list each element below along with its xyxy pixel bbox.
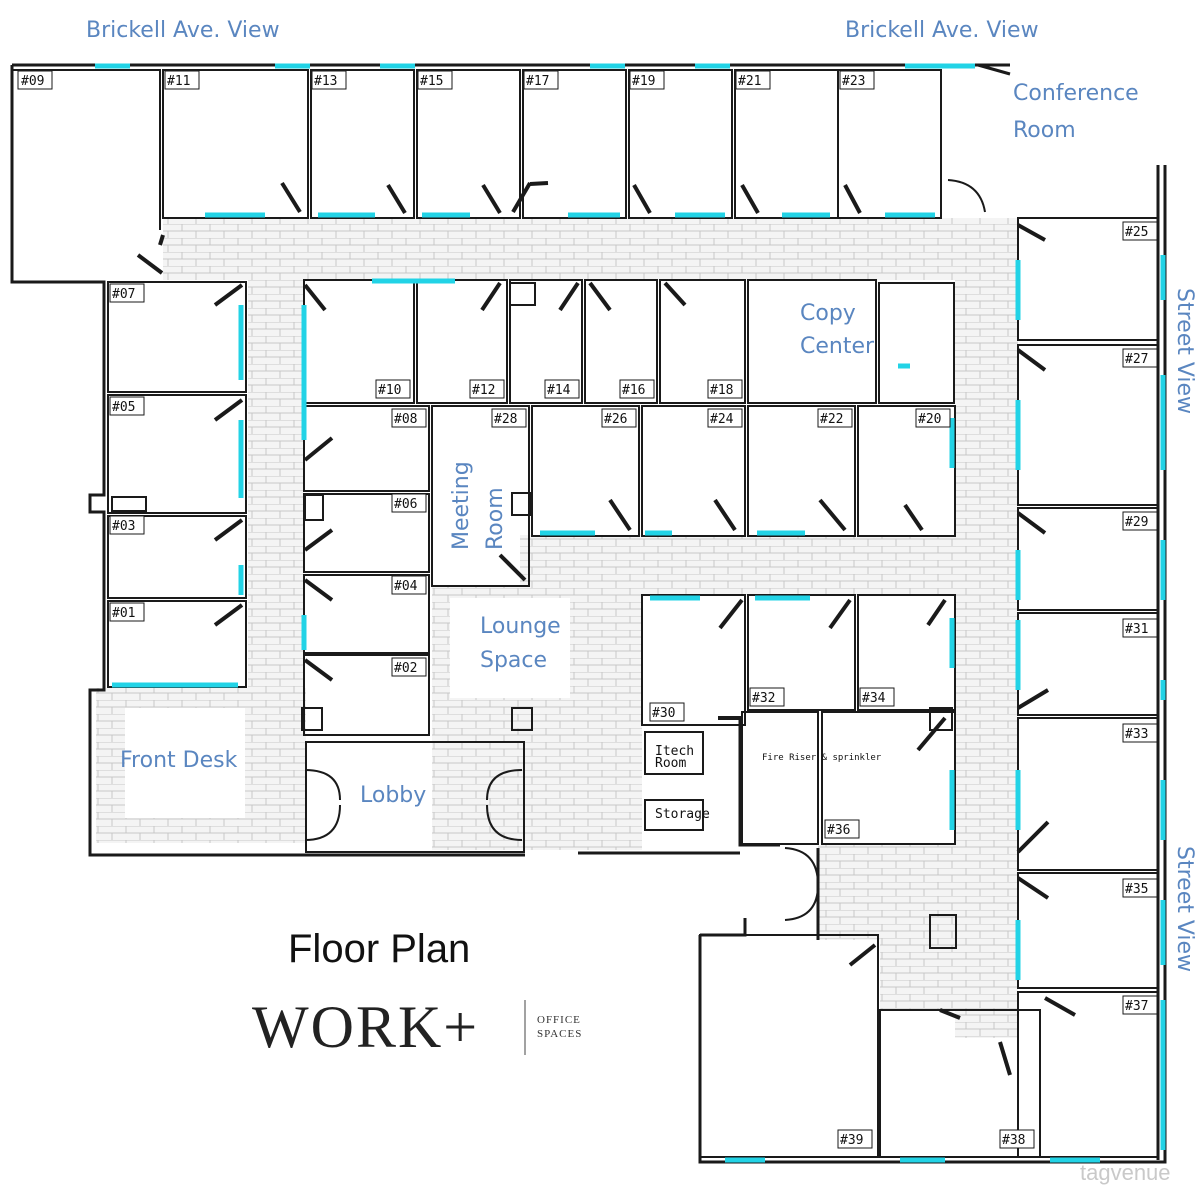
inner-office-walls <box>301 279 1041 1158</box>
office-tag: #21 <box>738 74 761 89</box>
office-tag: #25 <box>1125 225 1148 240</box>
meeting-room-label-1: Meeting <box>449 461 474 550</box>
watermark-text: tagvenue <box>1080 1160 1171 1185</box>
office-tag: #24 <box>710 412 734 427</box>
itech-room-label-2: Room <box>655 756 686 771</box>
zone-labels: Brickell Ave. View Brickell Ave. View Co… <box>86 18 1197 972</box>
office-tag: #06 <box>394 497 417 512</box>
office-tag: #19 <box>632 74 655 89</box>
office-tag: #12 <box>472 383 495 398</box>
fire-riser-label: Fire Riser & sprinkler <box>762 753 882 763</box>
conference-room-label-1: Conference <box>1013 81 1139 106</box>
itech-room-label-1: Itech <box>655 744 694 759</box>
office-tag: #17 <box>526 74 549 89</box>
office-tag: #03 <box>112 519 135 534</box>
office-tag: #30 <box>652 706 675 721</box>
lounge-space-label-2: Space <box>480 648 547 673</box>
office-tag: #39 <box>840 1133 863 1148</box>
office-tag: #27 <box>1125 352 1148 367</box>
office-tag: #28 <box>494 412 517 427</box>
lounge-space-label-1: Lounge <box>480 614 561 639</box>
office-tag: #26 <box>604 412 627 427</box>
office-tag: #10 <box>378 383 401 398</box>
office-tag: #01 <box>112 606 135 621</box>
meeting-room-label-2: Room <box>483 487 508 550</box>
office-tag: #13 <box>314 74 337 89</box>
street-view-top-label: Street View <box>1172 288 1197 414</box>
office-tag: #08 <box>394 412 417 427</box>
office-tag: #04 <box>394 579 418 594</box>
front-desk-label: Front Desk <box>120 748 238 773</box>
copy-center-label-1: Copy <box>800 301 856 326</box>
copy-center-label-2: Center <box>800 334 875 359</box>
left-office-walls <box>107 281 247 688</box>
office-tag: #37 <box>1125 999 1148 1014</box>
office-tag: #07 <box>112 287 135 302</box>
office-tag: #16 <box>622 383 645 398</box>
office-tags: #09 #11 #13 #15 #17 #19 #21 #23 #25 #27 … <box>17 70 1158 1149</box>
office-tag: #29 <box>1125 515 1148 530</box>
logo-sub-line2: SPACES <box>537 1028 582 1040</box>
office-tag: #36 <box>827 823 850 838</box>
doors <box>136 181 1076 1076</box>
office-tag: #05 <box>112 400 135 415</box>
office-tag: #33 <box>1125 727 1148 742</box>
corridor-floor <box>96 218 1018 1038</box>
office-tag: #18 <box>710 383 733 398</box>
lobby-label: Lobby <box>360 783 426 808</box>
lounge-rug <box>450 598 570 698</box>
front-desk-area <box>125 708 245 818</box>
office-tag: #02 <box>394 661 417 676</box>
lobby-doors <box>304 179 986 921</box>
office-tag: #32 <box>752 691 775 706</box>
office-tag: #38 <box>1002 1133 1025 1148</box>
office-tag: #14 <box>547 383 571 398</box>
office-tag: #22 <box>820 412 843 427</box>
office-tag: #34 <box>862 691 886 706</box>
windows <box>95 63 1166 1163</box>
brickell-view-right-label: Brickell Ave. View <box>845 18 1039 43</box>
brickell-view-left-label: Brickell Ave. View <box>86 18 280 43</box>
office-tag: #20 <box>918 412 941 427</box>
page-title: Floor Plan <box>288 927 470 971</box>
office-tag: #11 <box>167 74 190 89</box>
conference-room-label-2: Room <box>1013 118 1076 143</box>
office-tag: #09 <box>21 74 44 89</box>
office-tag: #15 <box>420 74 443 89</box>
office-tag: #23 <box>842 74 865 89</box>
office-tag: #35 <box>1125 882 1148 897</box>
top-office-walls <box>12 69 942 230</box>
logo-sub-line1: OFFICE <box>537 1014 581 1026</box>
storage-label: Storage <box>655 807 710 822</box>
brand-logo: WORK+ <box>252 994 479 1060</box>
street-view-bottom-label: Street View <box>1172 846 1197 972</box>
office-tag: #31 <box>1125 622 1148 637</box>
